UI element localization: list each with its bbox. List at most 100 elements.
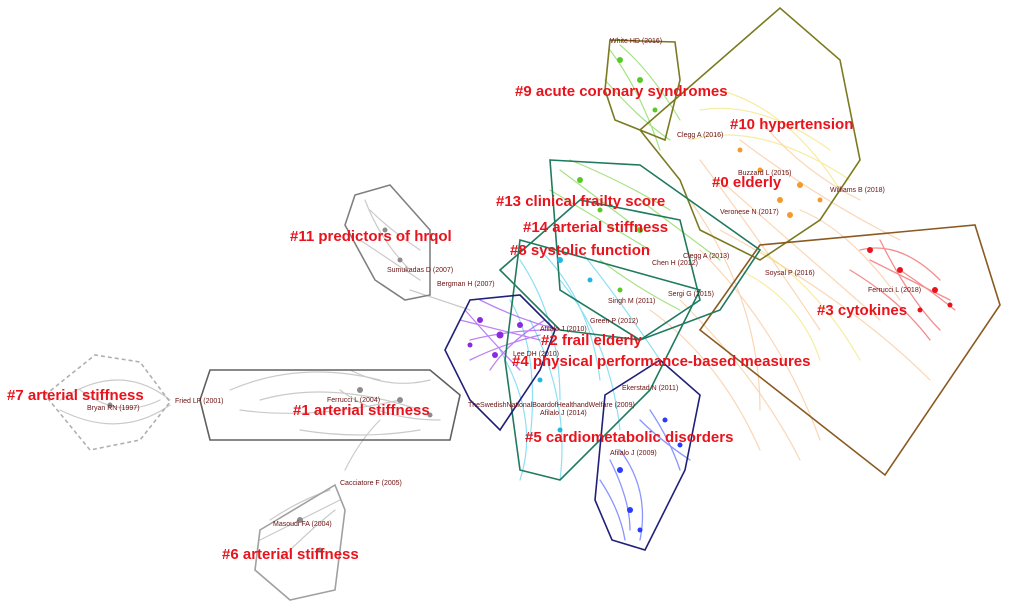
node[interactable] <box>637 77 643 83</box>
node[interactable] <box>617 287 623 293</box>
cluster-label-3[interactable]: #3 cytokines <box>817 302 907 319</box>
node[interactable] <box>297 517 303 523</box>
node[interactable] <box>517 322 523 328</box>
hull-acute-coronary <box>604 39 681 142</box>
node[interactable] <box>557 427 563 433</box>
cluster-label-7[interactable]: #7 arterial stiffness <box>7 387 144 404</box>
author-label: Singh M (2011) <box>608 298 655 305</box>
node[interactable] <box>867 247 873 253</box>
cluster-label-4[interactable]: #4 physical performance-based measures <box>512 353 810 370</box>
cluster-label-11[interactable]: #11 predictors of hrqol <box>290 228 452 245</box>
node[interactable] <box>537 377 543 383</box>
hull-systolic <box>498 199 701 341</box>
node[interactable] <box>627 507 633 513</box>
cluster-hull-layer <box>43 6 1001 601</box>
author-label: Bryan RN (1997) <box>87 405 140 412</box>
node[interactable] <box>617 57 623 63</box>
hull-arterial-stiffness-7 <box>43 354 172 451</box>
node[interactable] <box>397 397 403 403</box>
author-label: Lee DH (2010) <box>513 351 559 358</box>
node[interactable] <box>677 442 683 448</box>
hull-physical-performance <box>504 238 702 481</box>
node[interactable] <box>637 227 643 233</box>
nodes-grey <box>107 227 433 553</box>
node[interactable] <box>757 167 763 173</box>
author-label: Afilalo J (2014) <box>540 410 587 417</box>
author-label: Masoudi FA (2004) <box>273 521 332 528</box>
cluster-label-2[interactable]: #2 frail elderly <box>541 332 643 349</box>
author-label: Ferrucci L (2004) <box>327 397 380 404</box>
nodes-green <box>577 57 658 293</box>
author-label: Ekerstad N (2011) <box>622 385 678 392</box>
hull-elderly-hypertension <box>638 6 861 261</box>
cluster-label-0[interactable]: #0 elderly <box>712 174 782 191</box>
nodes-purple <box>467 317 523 358</box>
node[interactable] <box>557 257 563 263</box>
author-label: Cacciatore F (2005) <box>340 480 402 487</box>
cluster-label-8[interactable]: #8 systolic function <box>510 242 650 259</box>
node[interactable] <box>492 352 498 358</box>
node[interactable] <box>737 147 743 153</box>
node[interactable] <box>637 527 643 533</box>
author-label: Sergi G (2015) <box>668 291 714 298</box>
nodes-blue <box>617 417 683 533</box>
hull-clinical-frailty <box>549 159 762 341</box>
author-label: Veronese N (2017) <box>720 209 779 216</box>
node[interactable] <box>107 402 113 408</box>
author-label: Williams B (2018) <box>830 187 885 194</box>
nodes-cyan <box>537 257 593 433</box>
node[interactable] <box>577 177 583 183</box>
cluster-label-layer: #9 acute coronary syndromes #10 hyperten… <box>7 83 907 563</box>
node[interactable] <box>897 267 903 273</box>
node[interactable] <box>427 412 433 418</box>
node[interactable] <box>932 287 938 293</box>
node[interactable] <box>467 342 473 348</box>
author-label: TheSwedishNationalBoardofHealthandWelfar… <box>468 402 635 409</box>
node[interactable] <box>317 547 323 553</box>
hull-frail-elderly <box>444 294 556 432</box>
node[interactable] <box>652 107 658 113</box>
node[interactable] <box>477 317 483 323</box>
node[interactable] <box>787 212 793 218</box>
hull-cytokines <box>698 224 1001 477</box>
cluster-label-10[interactable]: #10 hypertension <box>730 116 853 133</box>
node-layer <box>107 57 953 553</box>
cluster-label-5[interactable]: #5 cardiometabolic disorders <box>525 429 733 446</box>
author-label-layer: White HD (2016) Clegg A (2016) Williams … <box>87 38 921 528</box>
cluster-label-1[interactable]: #1 arterial stiffness <box>293 402 430 419</box>
node[interactable] <box>597 207 603 213</box>
cluster-label-6[interactable]: #6 arterial stiffness <box>222 546 359 563</box>
hull-arterial-stiffness-1 <box>199 369 461 441</box>
author-label: Afilalo J (2009) <box>610 450 657 457</box>
author-label: Clegg A (2013) <box>683 253 729 260</box>
author-label: Sumukadas D (2007) <box>387 267 453 274</box>
node[interactable] <box>797 182 803 188</box>
author-label: Clegg A (2016) <box>677 132 723 139</box>
nodes-warm <box>737 147 823 218</box>
node[interactable] <box>587 277 593 283</box>
node[interactable] <box>357 387 363 393</box>
cluster-label-14[interactable]: #14 arterial stiffness <box>523 219 668 236</box>
node[interactable] <box>662 417 668 423</box>
node[interactable] <box>947 302 953 308</box>
author-label: Green P (2012) <box>590 318 638 325</box>
hull-arterial-stiffness-6 <box>254 483 346 601</box>
author-label: Ferrucci L (2018) <box>868 287 921 294</box>
cluster-label-13[interactable]: #13 clinical frailty score <box>496 193 665 210</box>
cluster-label-9[interactable]: #9 acute coronary syndromes <box>515 83 728 100</box>
node[interactable] <box>397 257 403 263</box>
edge-bundle-grey <box>59 199 471 561</box>
node[interactable] <box>382 227 388 233</box>
node[interactable] <box>496 331 504 339</box>
author-label: Afilalo J (2010) <box>540 326 587 333</box>
node[interactable] <box>917 307 923 313</box>
node[interactable] <box>817 197 823 203</box>
author-label: Buzzard L (2015) <box>738 170 791 177</box>
node[interactable] <box>617 467 623 473</box>
author-label: Soysal P (2016) <box>765 270 815 277</box>
edge-bundle-green <box>549 44 721 311</box>
edge-bundle-yellow <box>689 89 861 361</box>
node[interactable] <box>777 197 783 203</box>
nodes-red <box>867 247 953 313</box>
